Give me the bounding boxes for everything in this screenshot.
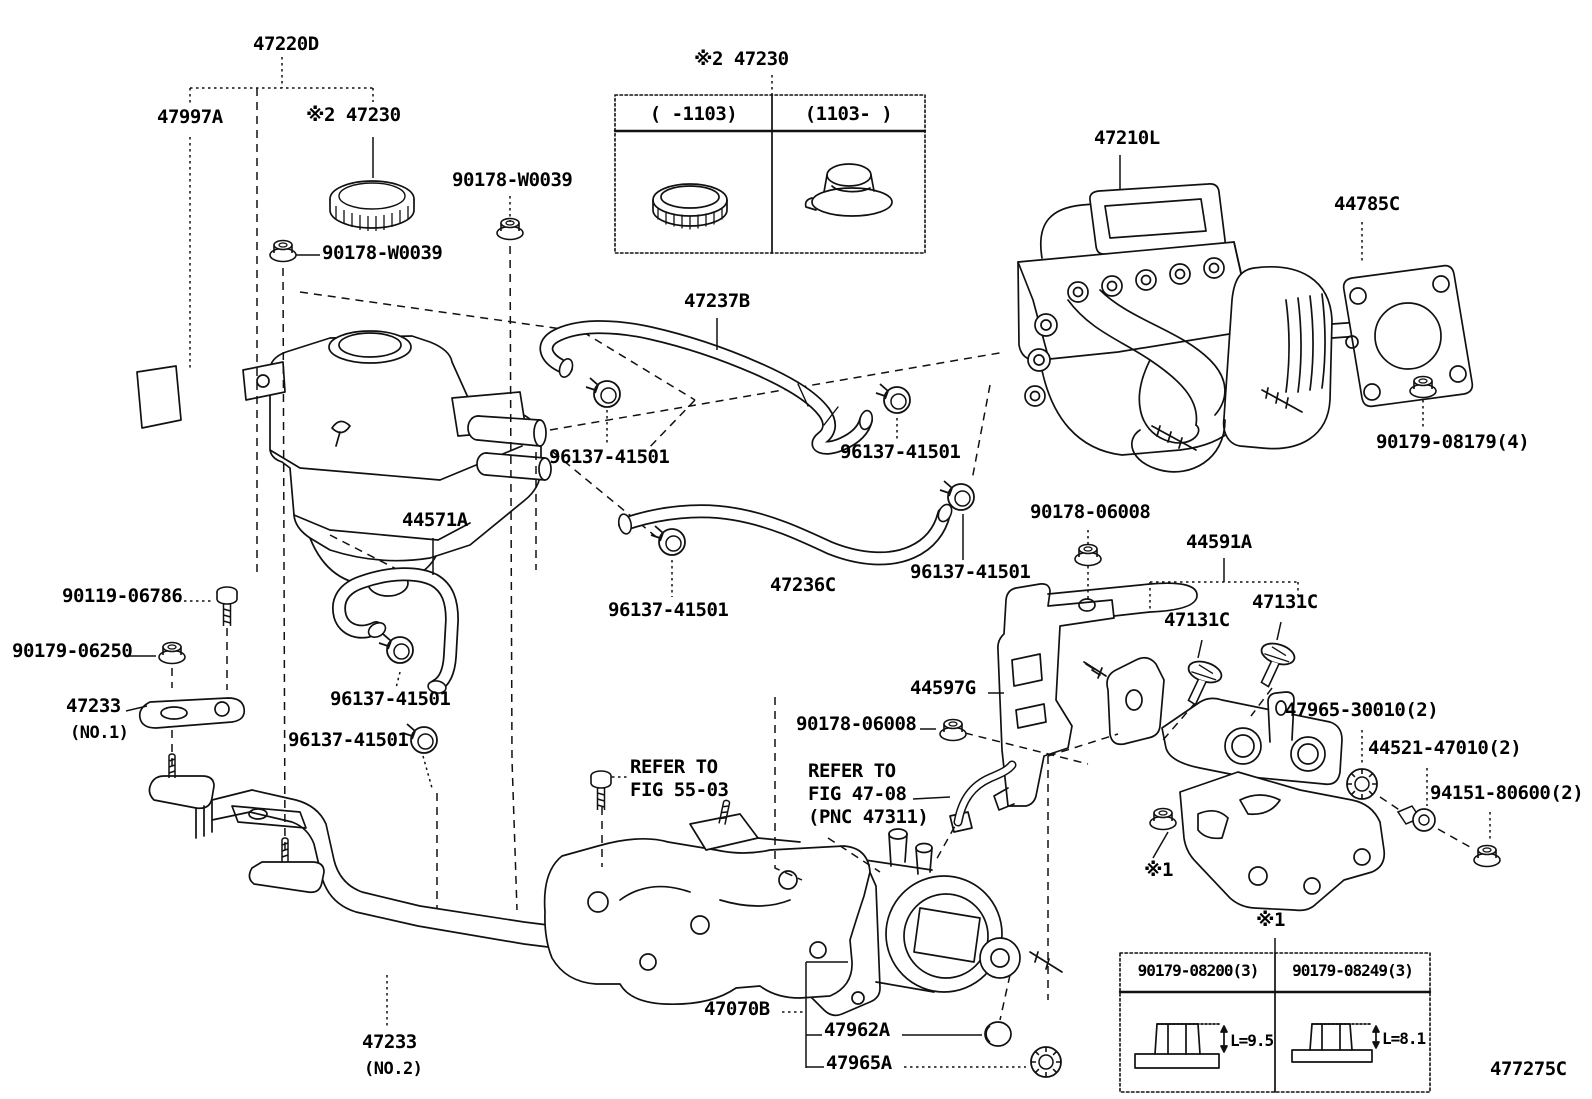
label-47236c: 47236C (770, 574, 836, 596)
cap-47965a-icon (1030, 1046, 1062, 1078)
label-44785c: 44785C (1334, 193, 1400, 215)
gasket-44785c-drawing (1342, 264, 1474, 408)
label-90119-06786: 90119-06786 (62, 585, 183, 607)
clamp-96137-icon-3 (650, 525, 686, 556)
label-47070b: 47070B (704, 998, 770, 1020)
plate-47233-no1-drawing (138, 697, 246, 729)
label-90178-06008-b: 90178-06008 (796, 713, 917, 735)
label-note1-b: ※1 (1256, 909, 1285, 931)
label-47233-no1: 47233 (66, 695, 121, 717)
label-note1-a: ※1 (1144, 859, 1173, 881)
stud-bracket-left-icon (168, 753, 176, 779)
label-sticker-47997a-drawing (136, 365, 182, 429)
label-47962a: 47962A (824, 1019, 890, 1041)
label-refer-fig-55-03: REFER TO FIG 55-03 (630, 756, 729, 802)
cap-47230-drawing (329, 180, 415, 231)
nut-table-col2-header: 90179-08249(3) (1292, 961, 1414, 980)
label-96137-41501-2: 96137-41501 (840, 441, 961, 463)
label-47210l: 47210L (1094, 127, 1160, 149)
nut-90179-06250-icon (158, 641, 186, 665)
label-47233-no2: 47233 (362, 1031, 417, 1053)
reservoir-tank-drawing (242, 330, 552, 597)
hardware-icons (158, 180, 1501, 1078)
label-96137-41501-6: 96137-41501 (288, 729, 409, 751)
nut-variant-table (1118, 952, 1432, 1093)
label-44571a: 44571A (402, 509, 468, 531)
nut-90178-w0039-b-icon (269, 239, 297, 263)
bracket-47233-no2-drawing (148, 775, 871, 1006)
nut-90179-08179-icon (1409, 375, 1437, 399)
pipe-refer-47-08-drawing (953, 760, 1017, 827)
label-refer-fig-47-08: REFER TO FIG 47-08 (PNC 47311) (808, 760, 929, 829)
nut-note1-icon (1149, 807, 1177, 831)
stud-bracket-mid-icon (281, 837, 289, 863)
label-47131c-left: 47131C (1164, 609, 1230, 631)
clamp-96137-icon-1 (585, 377, 621, 408)
nut-table-col2-dim: L=8.1 (1382, 1029, 1426, 1048)
label-90178-w0039-b: 90178-W0039 (322, 242, 443, 264)
nut-table-col1-header: 90179-08200(3) (1137, 961, 1260, 980)
grommet-47962a-icon (984, 1021, 1012, 1047)
label-44597g: 44597G (910, 677, 976, 699)
label-96137-41501-1: 96137-41501 (549, 446, 670, 468)
label-94151-80600: 94151-80600(2) (1430, 782, 1584, 804)
label-96137-41501-5: 96137-41501 (330, 688, 451, 710)
hose-44571a-drawing (332, 567, 460, 694)
label-47997a: 47997A (157, 106, 223, 128)
hose-47237b-drawing (539, 320, 873, 455)
leader-lines (125, 137, 1491, 1068)
cap-variant-table (613, 94, 927, 254)
nut-90178-06008-b-icon (939, 718, 967, 742)
label-90178-w0039-a: 90178-W0039 (452, 169, 573, 191)
label-47965-30010: 47965-30010(2) (1285, 699, 1439, 721)
label-90179-08179: 90179-08179(4) (1376, 431, 1530, 453)
label-47230-table: ※2 47230 (694, 48, 789, 70)
nut-table-col1-dim: L=9.5 (1230, 1031, 1274, 1050)
label-90178-06008-a: 90178-06008 (1030, 501, 1151, 523)
label-47965a: 47965A (826, 1052, 892, 1074)
label-47233-no1-sub: (NO.1) (70, 723, 129, 743)
accumulator-bracket-drawing (1161, 691, 1386, 912)
label-44591a: 44591A (1186, 531, 1252, 553)
cap-table-col1-header: ( -1103) (649, 103, 738, 125)
nut-90178-06008-a-icon (1074, 543, 1102, 567)
brake-booster-drawing (1017, 183, 1416, 473)
label-90179-06250: 90179-06250 (12, 640, 133, 662)
stud-bracket-drawing (1083, 656, 1165, 746)
hose-47236c-drawing (617, 503, 953, 566)
bolt-44521-47010-icon (1396, 805, 1436, 832)
label-47230-left: ※2 47230 (306, 104, 401, 126)
screw-47131c-right-icon (1250, 638, 1299, 693)
nut-94151-80600-icon (1473, 844, 1501, 868)
diagram-code: 477275C (1490, 1058, 1567, 1080)
label-44521-47010: 44521-47010(2) (1368, 737, 1522, 759)
bracket-44597g-drawing (993, 582, 1198, 811)
label-47220d: 47220D (253, 33, 319, 55)
clamp-96137-icon-2 (875, 383, 911, 414)
label-47237b: 47237B (684, 290, 750, 312)
label-47131c-right: 47131C (1252, 591, 1318, 613)
label-96137-41501-4: 96137-41501 (910, 561, 1031, 583)
bolt-90119-06786-icon (216, 586, 238, 627)
hoses (332, 320, 1017, 827)
label-47233-no2-sub: (NO.2) (364, 1059, 423, 1079)
bolt-refer-55-03-icon (590, 770, 612, 811)
cap-47965-30010-icon (1346, 768, 1378, 800)
label-96137-41501-3: 96137-41501 (608, 599, 729, 621)
cap-table-col2-header: (1103- ) (804, 103, 893, 125)
clamp-96137-icon-5 (378, 633, 414, 664)
